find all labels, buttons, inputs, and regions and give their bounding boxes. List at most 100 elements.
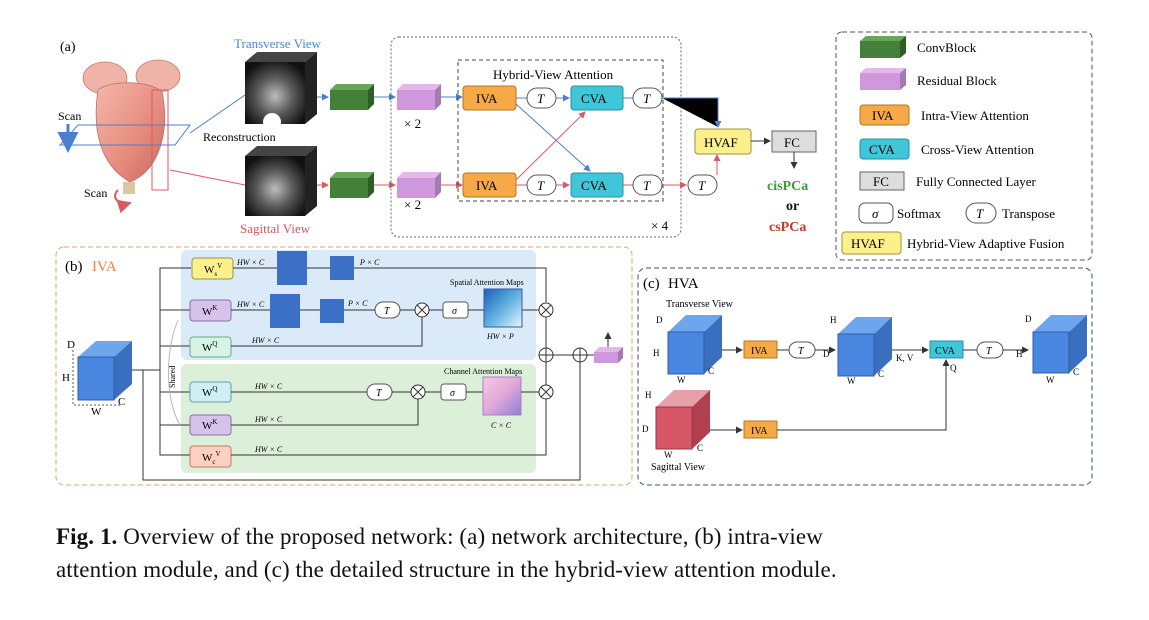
panel-b: (b) IVA D H W C Shared WsV WK WQ (55, 246, 633, 486)
b-output-residual-block (594, 347, 623, 363)
scan-top-label: Scan (58, 109, 81, 123)
legend-fc-tag: FC (873, 174, 889, 189)
legend-convblock-swatch (860, 36, 906, 58)
output-cspca: csPCa (769, 220, 806, 235)
hybrid-view-attention-title: Hybrid-View Attention (493, 67, 614, 82)
panel-c: (c) HVA Transverse View D H W C IVA T H … (637, 267, 1093, 486)
iva-bottom-text: IVA (476, 178, 498, 193)
feature-block-v-proj (330, 256, 354, 280)
c-transverse-label: Transverse View (666, 299, 734, 310)
channel-attention-map (482, 376, 522, 416)
label-hwc-4: HW × C (254, 382, 283, 391)
legend-transpose-swatch (965, 202, 997, 224)
label-cc: C × C (491, 421, 512, 430)
panel-b-label: (b) (65, 259, 83, 275)
weight-k-channel-text: WK (202, 418, 217, 432)
times2-top: × 2 (404, 116, 421, 131)
c-transpose-2-text: T (986, 346, 993, 357)
iva-input-w: W (91, 406, 102, 418)
cross-link-blue (515, 103, 591, 172)
residual-block-top (397, 84, 441, 110)
c-m-h: H (830, 315, 837, 325)
sagittal-link (169, 169, 246, 186)
legend-residual: Residual Block (917, 73, 997, 88)
iva-input-cube (72, 341, 132, 406)
label-pc-2: P × C (347, 299, 368, 308)
label-hwp: HW × P (486, 332, 514, 341)
caption-text-2: attention module, and (c) the detailed s… (56, 557, 837, 582)
weight-q (189, 336, 232, 358)
weight-wc-v (189, 445, 232, 468)
panel-c-box (637, 267, 1093, 486)
label-hwc-1: HW × C (236, 258, 265, 267)
cva-top-text: CVA (581, 91, 607, 106)
panel-b-title: IVA (92, 259, 117, 275)
weight-q-channel-text: WQ (202, 385, 217, 399)
c-sagittal-cube (655, 390, 710, 450)
feature-block-v (277, 251, 307, 285)
c-o-w: W (1046, 375, 1055, 385)
c-t-w: W (677, 375, 686, 385)
legend-convblock: ConvBlock (917, 40, 977, 55)
transpose-top-2-text: T (643, 91, 651, 106)
times4-label: × 4 (651, 218, 669, 233)
legend-iva-swatch (859, 104, 910, 126)
legend: ConvBlock Residual Block IVA Intra-View … (835, 31, 1093, 261)
hvaf-text: HVAF (704, 135, 738, 150)
legend-cva: Cross-View Attention (921, 142, 1034, 157)
c-q-label: Q (950, 363, 957, 373)
panel-b-box (55, 246, 633, 486)
repeat-x4-box (390, 36, 682, 238)
sagittal-volume (245, 146, 317, 216)
transpose-bottom-3-text: T (698, 178, 706, 193)
c-t-d: D (656, 315, 663, 325)
legend-fc-swatch (859, 171, 905, 191)
weight-wc-v-text: WcV (202, 450, 221, 466)
legend-residual-swatch (860, 68, 906, 90)
label-hwc-6: HW × C (254, 445, 283, 454)
c-m-d: D (823, 349, 830, 359)
c-s-c: C (697, 443, 703, 453)
reconstruction-label: Reconstruction (203, 130, 276, 144)
c-m-w: W (847, 376, 856, 386)
legend-transpose: Transpose (1002, 206, 1055, 221)
transverse-volume (245, 52, 317, 131)
panel-c-label: (c) (643, 276, 660, 292)
hybrid-view-attention-box (457, 59, 664, 202)
convblock-top (330, 84, 374, 110)
transpose-top-1-text: T (537, 91, 545, 106)
label-pc-1: P × C (359, 258, 380, 267)
shared-label: Shared (168, 366, 177, 388)
b-transpose-1-text: T (384, 306, 391, 317)
c-o-d: D (1025, 314, 1032, 324)
caption-text-1: Overview of the proposed network: (a) ne… (117, 524, 823, 549)
prostate-organ-illustration (58, 59, 191, 214)
spatial-attention-region (181, 250, 536, 360)
legend-sigma-tag: σ (872, 206, 879, 221)
legend-iva: Intra-View Attention (921, 108, 1029, 123)
legend-t-tag: T (976, 206, 984, 221)
transverse-link (189, 94, 246, 134)
b-softmax-1-text: σ (452, 306, 458, 317)
cva-bottom-text: CVA (581, 178, 607, 193)
caption-line-2: attention module, and (c) the detailed s… (56, 557, 837, 583)
panel-a: (a) Scan Scan Transverse View Reconstruc… (57, 36, 817, 238)
panel-a-label: (a) (60, 40, 76, 55)
iva-input-c: C (118, 396, 125, 408)
weight-k-text: WK (202, 304, 217, 318)
feature-block-k-proj (320, 299, 344, 323)
residual-skip-line (142, 362, 581, 481)
times2-bottom: × 2 (404, 197, 421, 212)
sagittal-view-label: Sagittal View (240, 221, 311, 236)
feature-block-k (270, 294, 300, 328)
caption-line-1: Fig. 1. Overview of the proposed network… (56, 524, 823, 550)
c-kv-label: K, V (896, 353, 914, 363)
c-m-c: C (878, 369, 884, 379)
convblock-bottom (330, 172, 374, 198)
label-hwc-3: HW × C (251, 336, 280, 345)
transverse-view-label: Transverse View (234, 36, 322, 51)
panel-c-title: HVA (668, 276, 699, 292)
legend-softmax: Softmax (897, 206, 942, 221)
shared-bracket (168, 319, 181, 426)
label-hwc-2: HW × C (236, 300, 265, 309)
